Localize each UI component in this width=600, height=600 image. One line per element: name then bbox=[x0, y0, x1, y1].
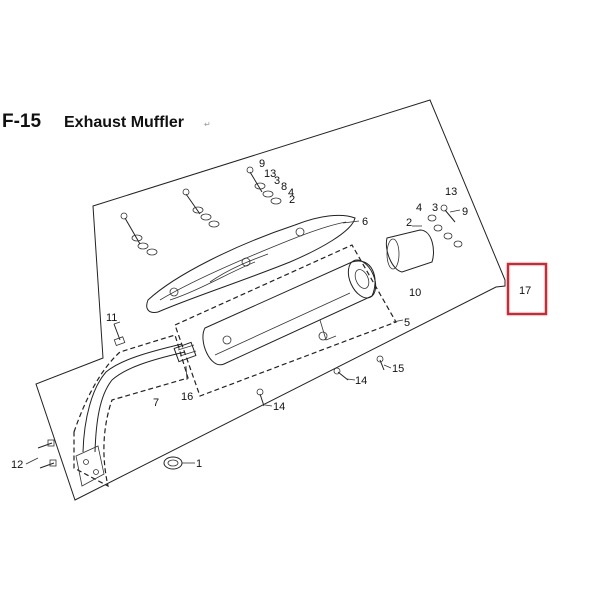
callout-1: 1 bbox=[196, 458, 202, 470]
oxygen-sensor bbox=[113, 323, 126, 347]
callout-2b: 2 bbox=[289, 194, 295, 206]
callout-2a: 2 bbox=[406, 217, 412, 229]
figure-title: Exhaust Muffler bbox=[64, 114, 184, 131]
paragraph-mark: ↵ bbox=[204, 120, 211, 129]
hardware-stack-right bbox=[427, 204, 463, 248]
callout-5: 5 bbox=[404, 317, 410, 329]
callout-13b: 13 bbox=[264, 168, 276, 180]
callout-13a: 13 bbox=[445, 186, 457, 198]
exhaust-pipe bbox=[75, 343, 186, 487]
callout-3a: 3 bbox=[432, 202, 438, 214]
callout-14a: 14 bbox=[355, 375, 367, 387]
callout-3b: 3 bbox=[274, 175, 280, 187]
bolt-14-upper bbox=[333, 367, 349, 381]
exhaust-gasket bbox=[163, 456, 183, 470]
parts-boundary bbox=[35, 99, 506, 501]
heat-shield bbox=[146, 214, 356, 313]
muffler-end-cap bbox=[385, 229, 434, 273]
callout-9a: 9 bbox=[259, 158, 265, 170]
exhaust-studs bbox=[37, 439, 57, 469]
callout-7: 7 bbox=[153, 397, 159, 409]
leader-lines bbox=[25, 209, 461, 465]
callout-4a: 4 bbox=[416, 202, 422, 214]
hardware-stack-upper bbox=[246, 166, 282, 205]
exhaust-pipe-outline bbox=[73, 334, 189, 488]
callout-12: 12 bbox=[11, 459, 23, 471]
muffler-body bbox=[202, 259, 377, 366]
highlight-box bbox=[506, 262, 548, 316]
callout-17: 17 bbox=[519, 285, 531, 297]
callout-8: 8 bbox=[281, 181, 287, 193]
exhaust-clamp bbox=[173, 341, 197, 363]
callout-16: 16 bbox=[181, 391, 193, 403]
callout-9b: 9 bbox=[462, 206, 468, 218]
bolt-14-lower bbox=[256, 388, 265, 407]
callout-6: 6 bbox=[362, 216, 368, 228]
callout-4b: 4 bbox=[288, 187, 294, 199]
bolt-15 bbox=[376, 355, 385, 371]
callout-15: 15 bbox=[392, 363, 404, 375]
muffler-group-outline bbox=[174, 244, 397, 397]
hardware-stack-left bbox=[120, 212, 158, 256]
callout-11: 11 bbox=[106, 312, 117, 324]
callout-14b: 14 bbox=[273, 401, 285, 413]
hardware-stack-center bbox=[182, 188, 220, 228]
callout-10: 10 bbox=[409, 287, 421, 299]
figure-code: F-15 bbox=[2, 111, 42, 132]
